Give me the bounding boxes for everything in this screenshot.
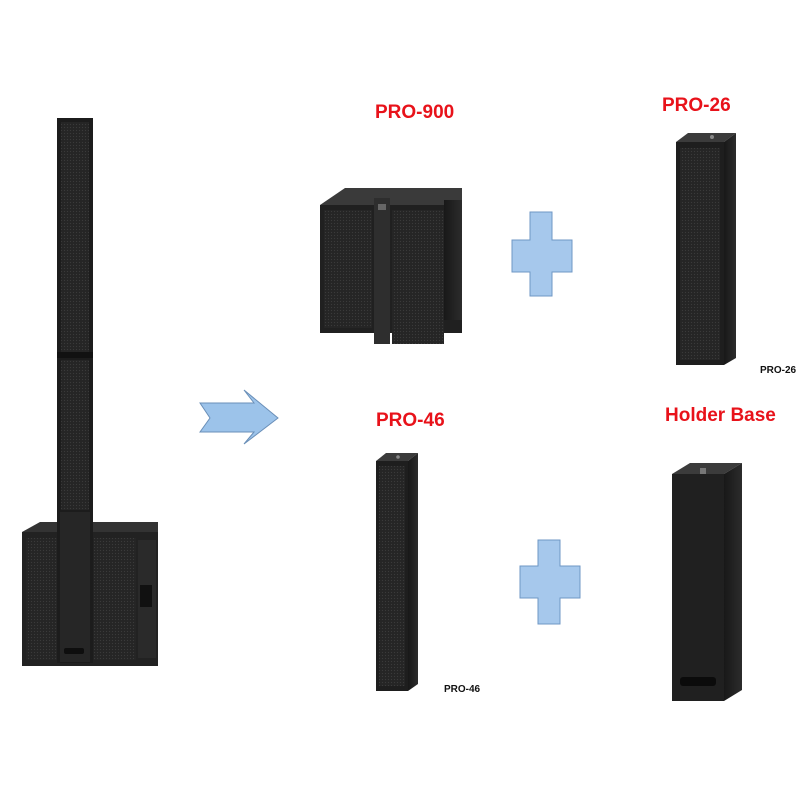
sub-handle (140, 585, 152, 607)
pro-26-tag: PRO-26 (760, 365, 797, 376)
plus-icon (511, 211, 573, 297)
pro-900-mount-hole (378, 204, 386, 210)
holder-base-top-hole (700, 468, 706, 474)
pro-46-side (408, 453, 418, 691)
pro-900-top (320, 188, 462, 205)
holder-base-image (672, 463, 742, 701)
column-lower-grille (61, 360, 89, 510)
holder-base-title: Holder Base (665, 405, 776, 426)
holder-base-handle-slot (680, 677, 716, 686)
plus-icon (519, 539, 581, 625)
pro-900-image (320, 188, 462, 344)
pro-26-title: PRO-26 (662, 95, 731, 116)
column-holder (60, 512, 90, 662)
pro-46-image (376, 453, 418, 691)
pro-26-image (676, 133, 736, 365)
pro-900-right-grille (392, 210, 444, 344)
pro-46-top-hole (396, 455, 400, 459)
column-joint (57, 352, 93, 358)
assembled-column-system-image (22, 118, 158, 666)
pro-46-tag: PRO-46 (444, 684, 481, 695)
pro-46-title: PRO-46 (376, 410, 445, 431)
pro-26-top (676, 133, 736, 142)
holder-base-body (672, 474, 724, 701)
column-holder-slot (64, 648, 84, 654)
pro-900-side (444, 200, 462, 320)
pro-26-grille (680, 148, 720, 360)
pro-26-side (724, 133, 736, 365)
pro-26-top-hole (710, 135, 714, 139)
sub-right-grille (94, 538, 136, 660)
right-arrow-icon (199, 389, 279, 445)
pro-900-mount-bracket (374, 198, 390, 344)
pro-900-title: PRO-900 (375, 102, 455, 123)
holder-base-side (724, 463, 742, 701)
pro-900-left-grille (324, 210, 372, 328)
pro-46-grille (379, 466, 405, 686)
holder-base-top (672, 463, 742, 474)
column-upper-grille (61, 122, 89, 352)
